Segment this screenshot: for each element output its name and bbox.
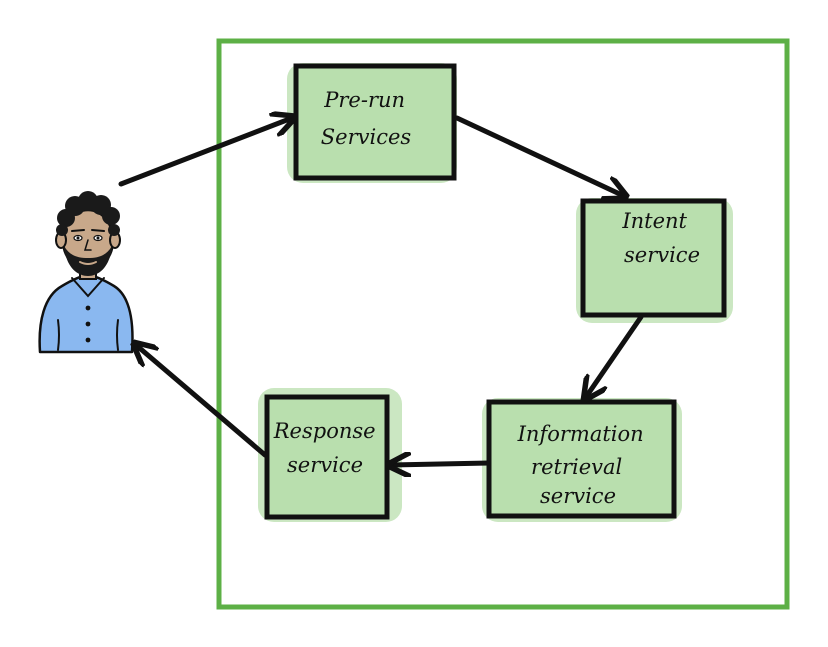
user-collar xyxy=(71,277,105,298)
node-label-line: retrieval xyxy=(531,455,622,479)
node-label-line: Response xyxy=(273,419,376,443)
node-label-line: service xyxy=(287,453,363,477)
node-pre-run-services: Pre-run Services xyxy=(287,63,457,183)
svg-text:Pre-run Services: Pre-run Services xyxy=(321,88,412,149)
shirt-button xyxy=(85,337,91,343)
system-boundary xyxy=(216,38,790,610)
node-label-line: Intent xyxy=(621,209,687,233)
user-beard xyxy=(64,246,112,276)
node-label-line: Pre-run xyxy=(323,88,405,112)
node-label-line: Information xyxy=(517,422,644,446)
node-information-retrieval-service: Information retrieval service xyxy=(482,398,682,522)
svg-text:Intent service: Intent service xyxy=(621,209,700,267)
svg-text:Response service: Response service xyxy=(273,419,383,477)
arrow-intent-to-info-retrieval xyxy=(586,314,644,397)
arrow-pre-run-to-intent xyxy=(454,115,624,196)
arrow-info-retrieval-to-response xyxy=(391,463,492,465)
user-figure xyxy=(38,191,134,354)
shirt-button xyxy=(85,321,91,327)
shirt-button xyxy=(85,305,91,311)
node-label-line: service xyxy=(540,484,616,508)
arrow-response-to-user xyxy=(136,345,268,458)
user-hair xyxy=(56,191,120,236)
arrow-user-to-pre-run xyxy=(118,118,292,187)
node-response-service: Response service xyxy=(258,388,402,522)
svg-text:Information retrieval: Information retrieval service xyxy=(517,422,651,508)
node-intent-service: Intent service xyxy=(576,198,733,323)
node-label-line: Services xyxy=(321,125,412,149)
node-label-line: service xyxy=(624,243,700,267)
